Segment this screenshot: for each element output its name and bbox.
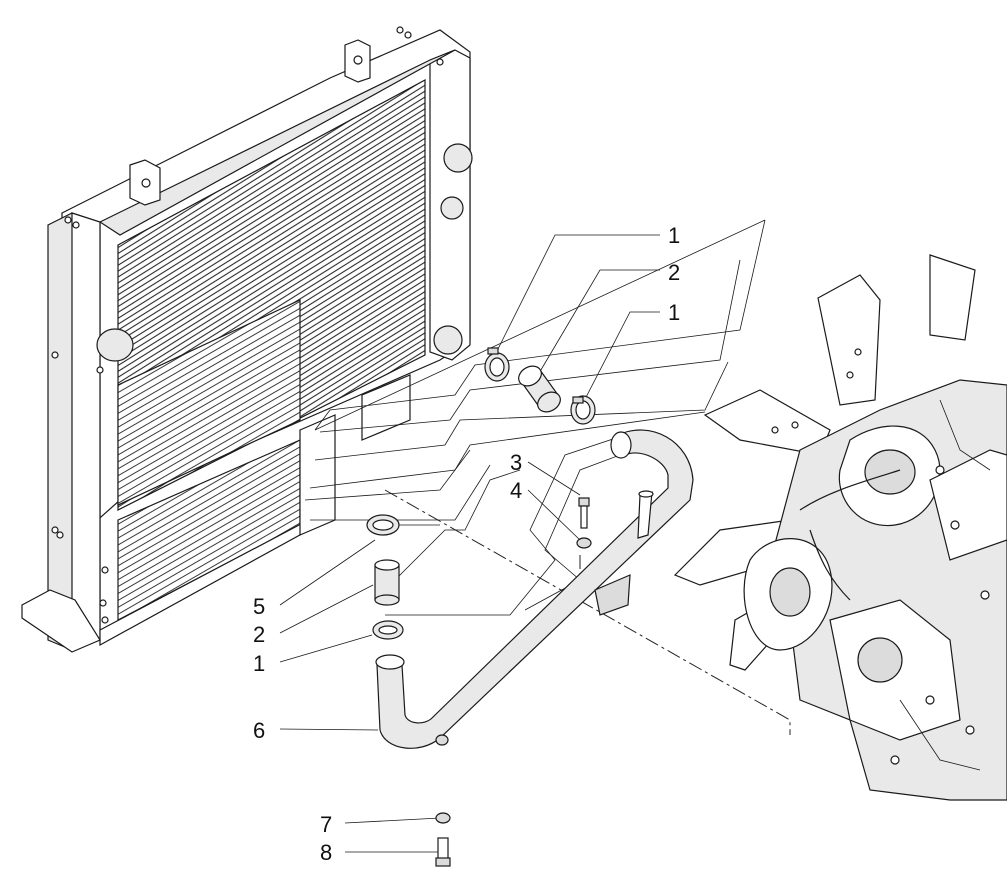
callout-1-upper: 1 [668, 223, 680, 248]
engine-hose-1 [799, 469, 901, 511]
hose-clamp-upper-2 [570, 395, 596, 425]
callout-2-upper: 2 [668, 260, 680, 285]
pipe-mount-bracket [594, 574, 631, 616]
callout-7: 7 [320, 812, 332, 837]
engine-assembly [673, 254, 1007, 801]
mount-hole-left [141, 178, 151, 188]
pipe-drain-boss [435, 734, 449, 746]
radiator-stub-1 [443, 143, 473, 173]
radiator-stub-2 [440, 196, 464, 220]
hose-sleeve-upper [518, 365, 561, 413]
callout-6: 6 [253, 718, 265, 743]
leader-lines [279, 219, 766, 853]
fan-blade-top-right [929, 254, 976, 341]
callout-labels: 1 2 1 3 4 5 2 1 6 7 8 [253, 223, 680, 865]
engine-detail-1 [899, 699, 981, 771]
fan-hub-center [864, 449, 916, 495]
callout-1-middle: 1 [668, 300, 680, 325]
hose-sleeve-lower [374, 559, 400, 606]
bolt-3 [578, 497, 590, 529]
pipe-upper-end [610, 431, 632, 459]
engine-side-cover [929, 449, 1007, 561]
engine-hose-2 [809, 529, 851, 601]
radiator-top-rail [98, 49, 456, 236]
washer-7 [435, 812, 451, 824]
radiator-side-member [299, 414, 336, 536]
callout-8: 8 [320, 840, 332, 865]
engine-detail-2 [939, 399, 991, 471]
hose-clamp-lower-5 [366, 514, 400, 536]
pipe-lower-end [375, 654, 405, 670]
radiator-foot-left [21, 589, 101, 653]
radiator-bolts [51, 26, 444, 624]
radiator-left-tank-face [71, 212, 101, 651]
radiator-outlet-right [433, 325, 463, 355]
hose-clamp-lower-1 [372, 620, 404, 640]
fan-blade-top [817, 274, 881, 406]
bolt-8 [435, 837, 451, 867]
callout-2-lower: 2 [253, 622, 265, 647]
callout-3: 3 [510, 450, 522, 475]
callout-4: 4 [510, 478, 522, 503]
callout-5: 5 [253, 594, 265, 619]
radiator-core-mid [117, 299, 301, 506]
pump-gear [857, 637, 903, 683]
radiator-inlet-left [96, 328, 134, 362]
mount-hole-right [353, 55, 363, 65]
radiator-assembly [21, 26, 473, 653]
pulley-center [769, 567, 811, 617]
coolant-pipe [375, 429, 694, 749]
callout-1-lower: 1 [253, 651, 265, 676]
washer-4 [576, 537, 592, 549]
hose-clamp-upper-1 [484, 347, 510, 382]
